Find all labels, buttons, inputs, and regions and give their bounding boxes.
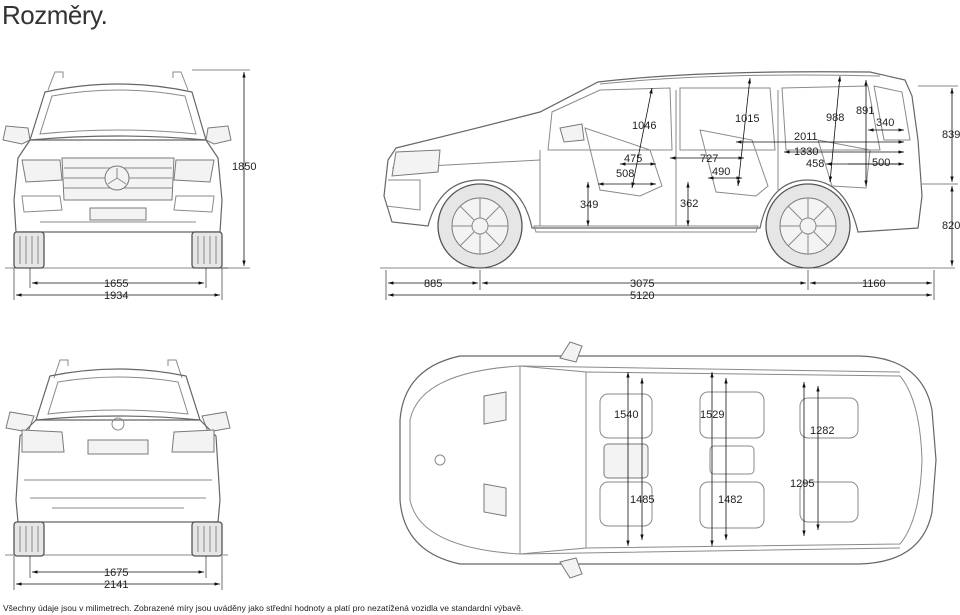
front-track-label: 1655 xyxy=(104,278,128,290)
rear-height-label: 891 xyxy=(856,105,874,117)
top-view-car xyxy=(399,341,937,579)
dimension-labels: 1850 1655 1934 885 3075 1160 5120 349 36… xyxy=(104,105,960,591)
front-view-car xyxy=(2,71,232,269)
second-shoulder-label: 1529 xyxy=(700,409,724,421)
side-view-car xyxy=(380,71,955,269)
front-headroom-label: 1046 xyxy=(632,120,656,132)
third-headroom-label: 988 xyxy=(826,112,844,124)
front-height-label: 1850 xyxy=(232,161,256,173)
front-shoulder-label: 1540 xyxy=(614,409,638,421)
second-headroom-label: 1015 xyxy=(735,113,759,125)
third-hip-label: 1295 xyxy=(790,478,814,490)
load-length-2-label: 1330 xyxy=(794,146,818,158)
opening-height-label: 839 xyxy=(942,129,960,141)
sill-height-label: 820 xyxy=(942,220,960,232)
footnote: Všechny údaje jsou v milimetrech. Zobraz… xyxy=(3,603,524,613)
page-title: Rozměry. xyxy=(2,0,108,30)
third-shoulder-label: 1282 xyxy=(810,425,834,437)
front-hip-label: 1485 xyxy=(630,494,654,506)
wheelbase-label: 3075 xyxy=(630,278,654,290)
front-seat-depth-label: 475 xyxy=(624,153,642,165)
load-length-1-label: 2011 xyxy=(794,131,818,143)
rear-overhang-label: 1160 xyxy=(862,278,886,290)
front-width-label: 1934 xyxy=(104,290,128,302)
rear-track-label: 1675 xyxy=(104,567,128,579)
dimension-lines xyxy=(13,69,958,590)
second-legroom-label: 727 xyxy=(700,153,718,165)
second-seat-base-label: 490 xyxy=(712,166,730,178)
front-seat-base-label: 508 xyxy=(616,168,634,180)
load-length-3-label: 458 xyxy=(806,158,824,170)
front-overhang-label: 885 xyxy=(424,278,442,290)
rear-load-a-label: 340 xyxy=(876,117,894,129)
rear-load-b-label: 500 xyxy=(872,157,890,169)
rear-width-label: 2141 xyxy=(104,579,128,591)
length-label: 5120 xyxy=(630,290,654,302)
second-hip-label: 1482 xyxy=(718,494,742,506)
front-seat-height-label: 349 xyxy=(580,199,598,211)
rear-view-car xyxy=(5,359,231,557)
second-row-floor-label: 362 xyxy=(680,198,698,210)
